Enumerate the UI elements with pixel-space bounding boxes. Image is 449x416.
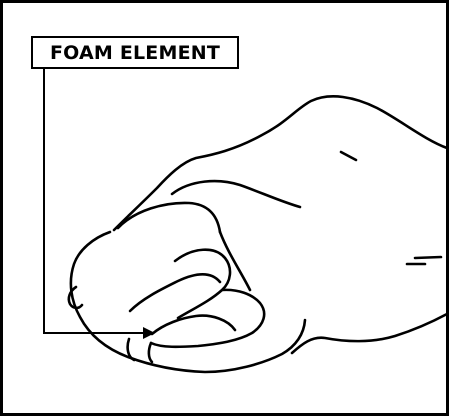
callout-label-box: FOAM ELEMENT [31,36,239,69]
callout-label: FOAM ELEMENT [50,42,220,64]
hand-fist-icon [69,96,447,372]
callout-arrowhead [143,327,155,339]
callout-leader-line [44,69,146,333]
